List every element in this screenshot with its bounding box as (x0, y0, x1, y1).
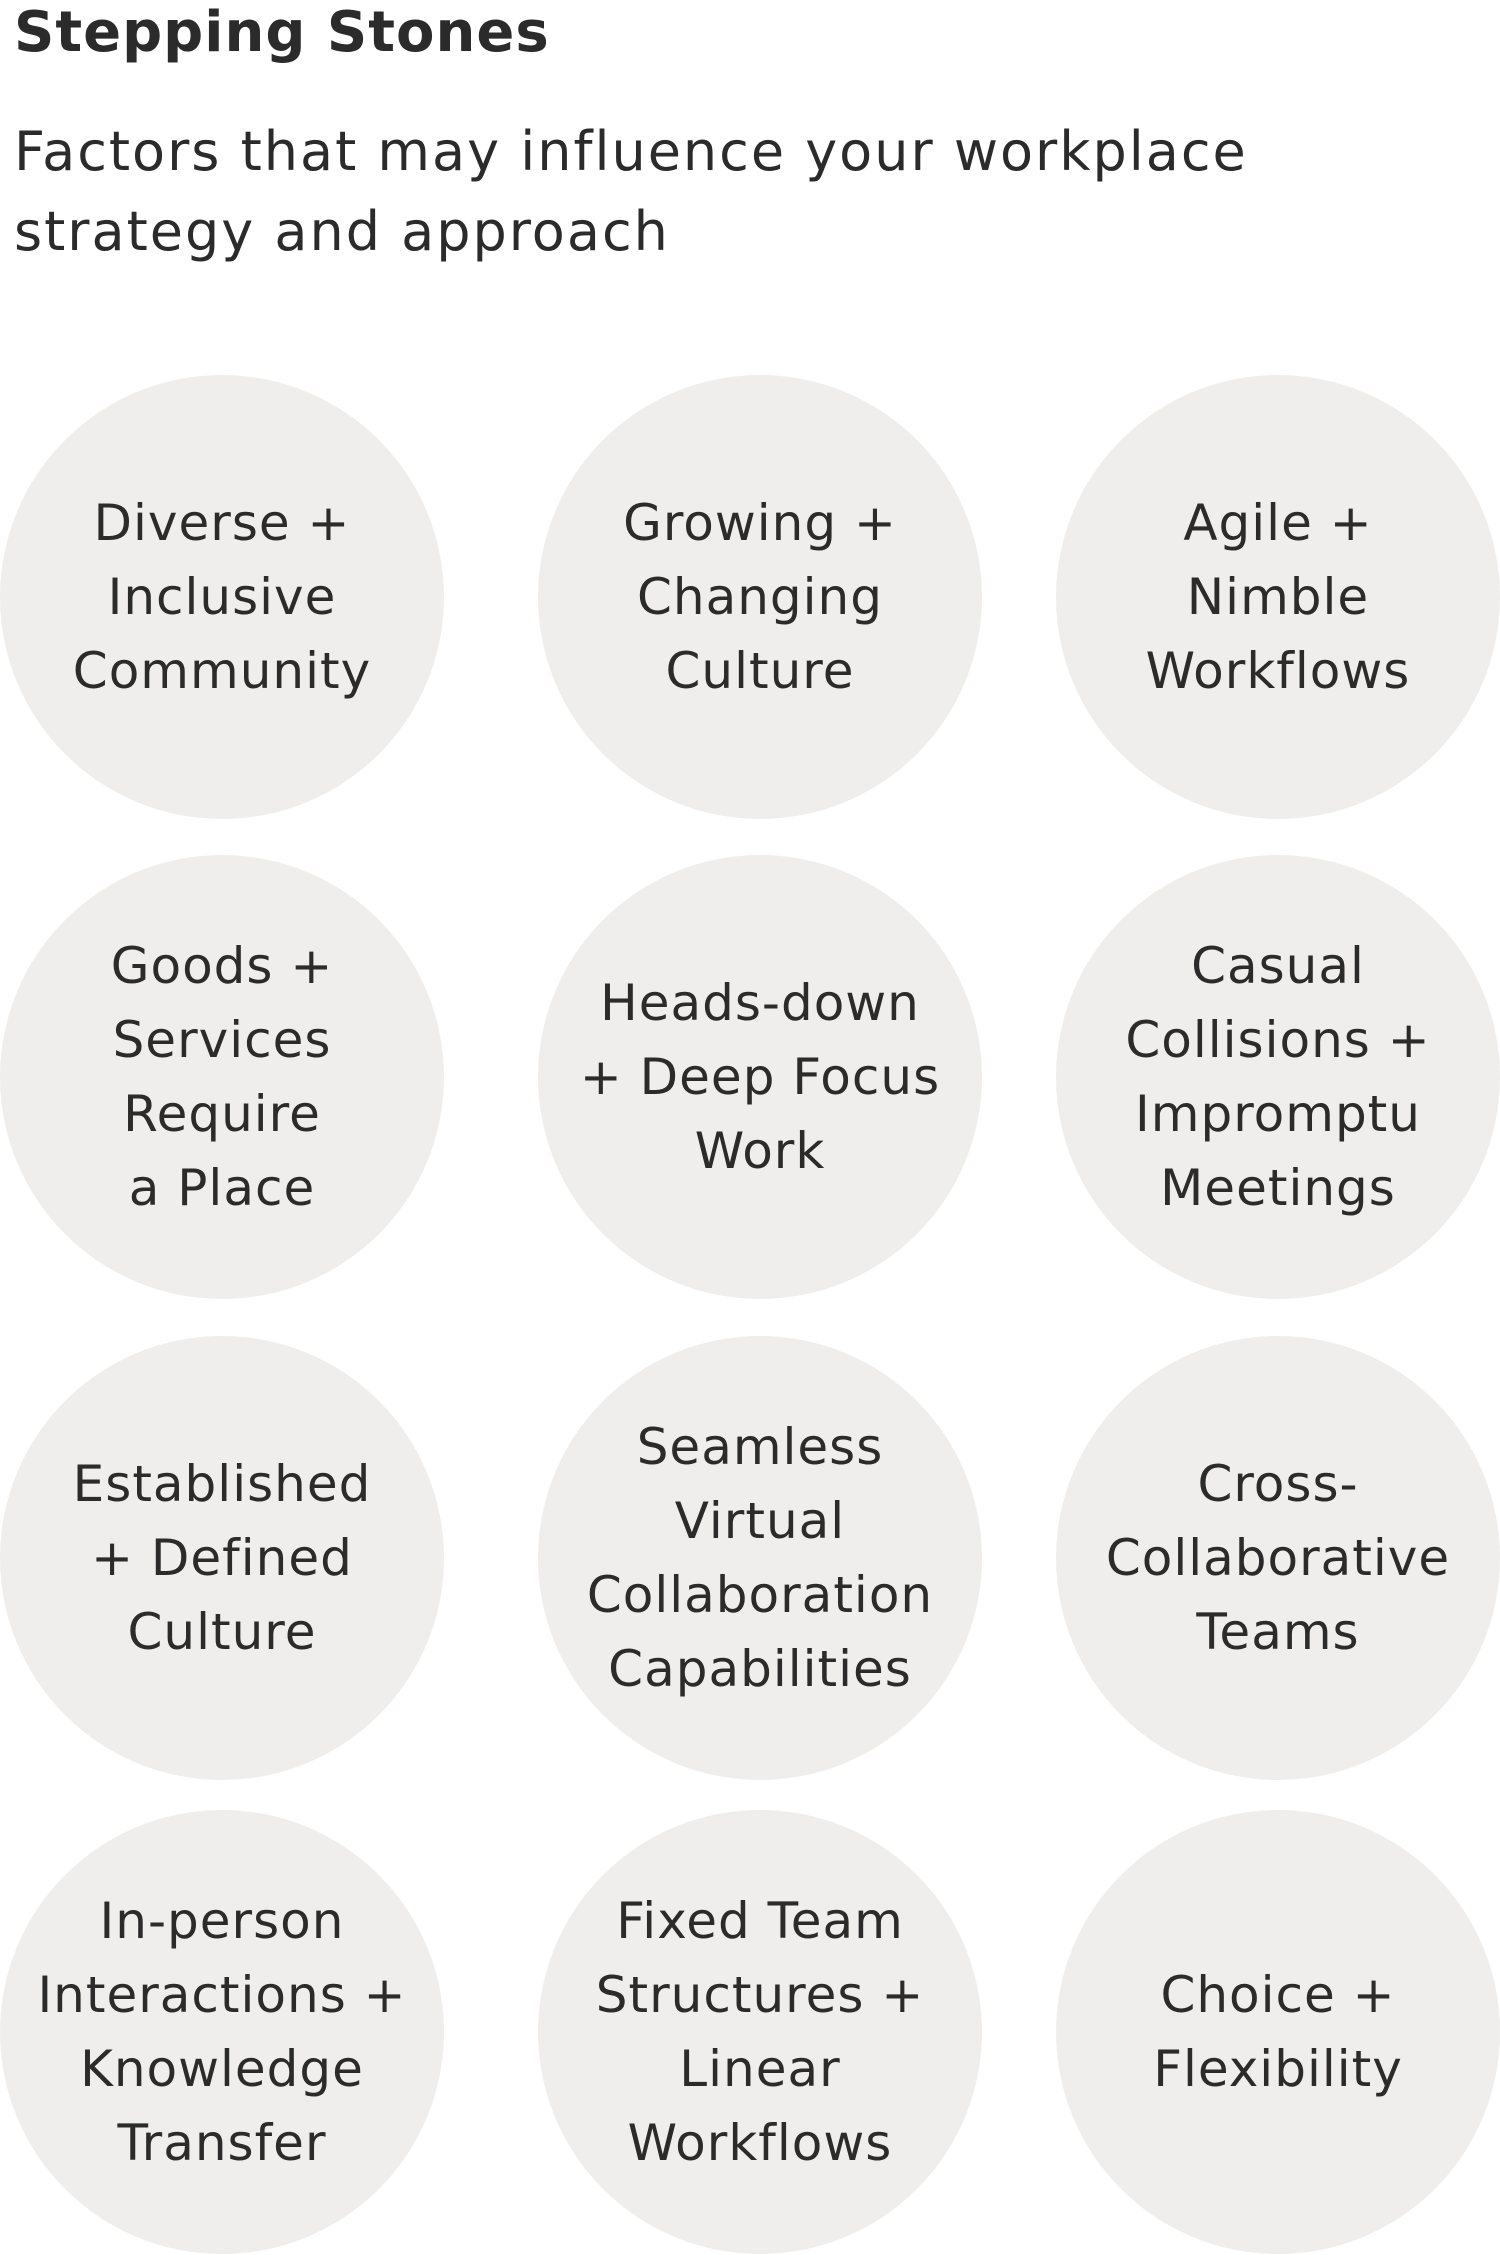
page-subtitle: Factors that may influence your workplac… (14, 120, 1248, 263)
stone-label: Choice + Flexibility (1153, 1966, 1403, 2098)
stone-cross-collaborative-teams: Cross- Collaborative Teams (1056, 1336, 1500, 1780)
stone-choice-flexibility: Choice + Flexibility (1056, 1810, 1500, 2254)
stone-agile-nimble-workflows: Agile + Nimble Workflows (1056, 375, 1500, 819)
stone-growing-changing-culture: Growing + Changing Culture (538, 375, 982, 819)
stone-label: Cross- Collaborative Teams (1105, 1455, 1451, 1661)
stone-label: Established + Defined Culture (72, 1455, 372, 1661)
stone-label: Goods + Services Require a Place (110, 937, 334, 1217)
stone-fixed-team-structures: Fixed Team Structures + Linear Workflows (538, 1810, 982, 2254)
stone-label: Casual Collisions + Impromptu Meetings (1125, 937, 1431, 1217)
stone-diverse-inclusive-community: Diverse + Inclusive Community (0, 375, 444, 819)
stone-in-person-interactions: In-person Interactions + Knowledge Trans… (0, 1810, 444, 2254)
stone-seamless-virtual-collaboration: Seamless Virtual Collaboration Capabilit… (538, 1336, 982, 1780)
stone-label: In-person Interactions + Knowledge Trans… (37, 1892, 407, 2172)
stone-established-defined-culture: Established + Defined Culture (0, 1336, 444, 1780)
stone-casual-collisions-impromptu-meetings: Casual Collisions + Impromptu Meetings (1056, 855, 1500, 1299)
page-title: Stepping Stones (14, 0, 550, 65)
stone-goods-services-require-place: Goods + Services Require a Place (0, 855, 444, 1299)
stone-label: Agile + Nimble Workflows (1145, 494, 1411, 700)
stone-label: Diverse + Inclusive Community (72, 494, 372, 700)
stone-heads-down-deep-focus-work: Heads-down + Deep Focus Work (538, 855, 982, 1299)
stone-label: Fixed Team Structures + Linear Workflows (595, 1892, 925, 2172)
stone-label: Growing + Changing Culture (623, 494, 897, 700)
stone-label: Heads-down + Deep Focus Work (579, 974, 941, 1180)
stone-label: Seamless Virtual Collaboration Capabilit… (586, 1418, 934, 1698)
